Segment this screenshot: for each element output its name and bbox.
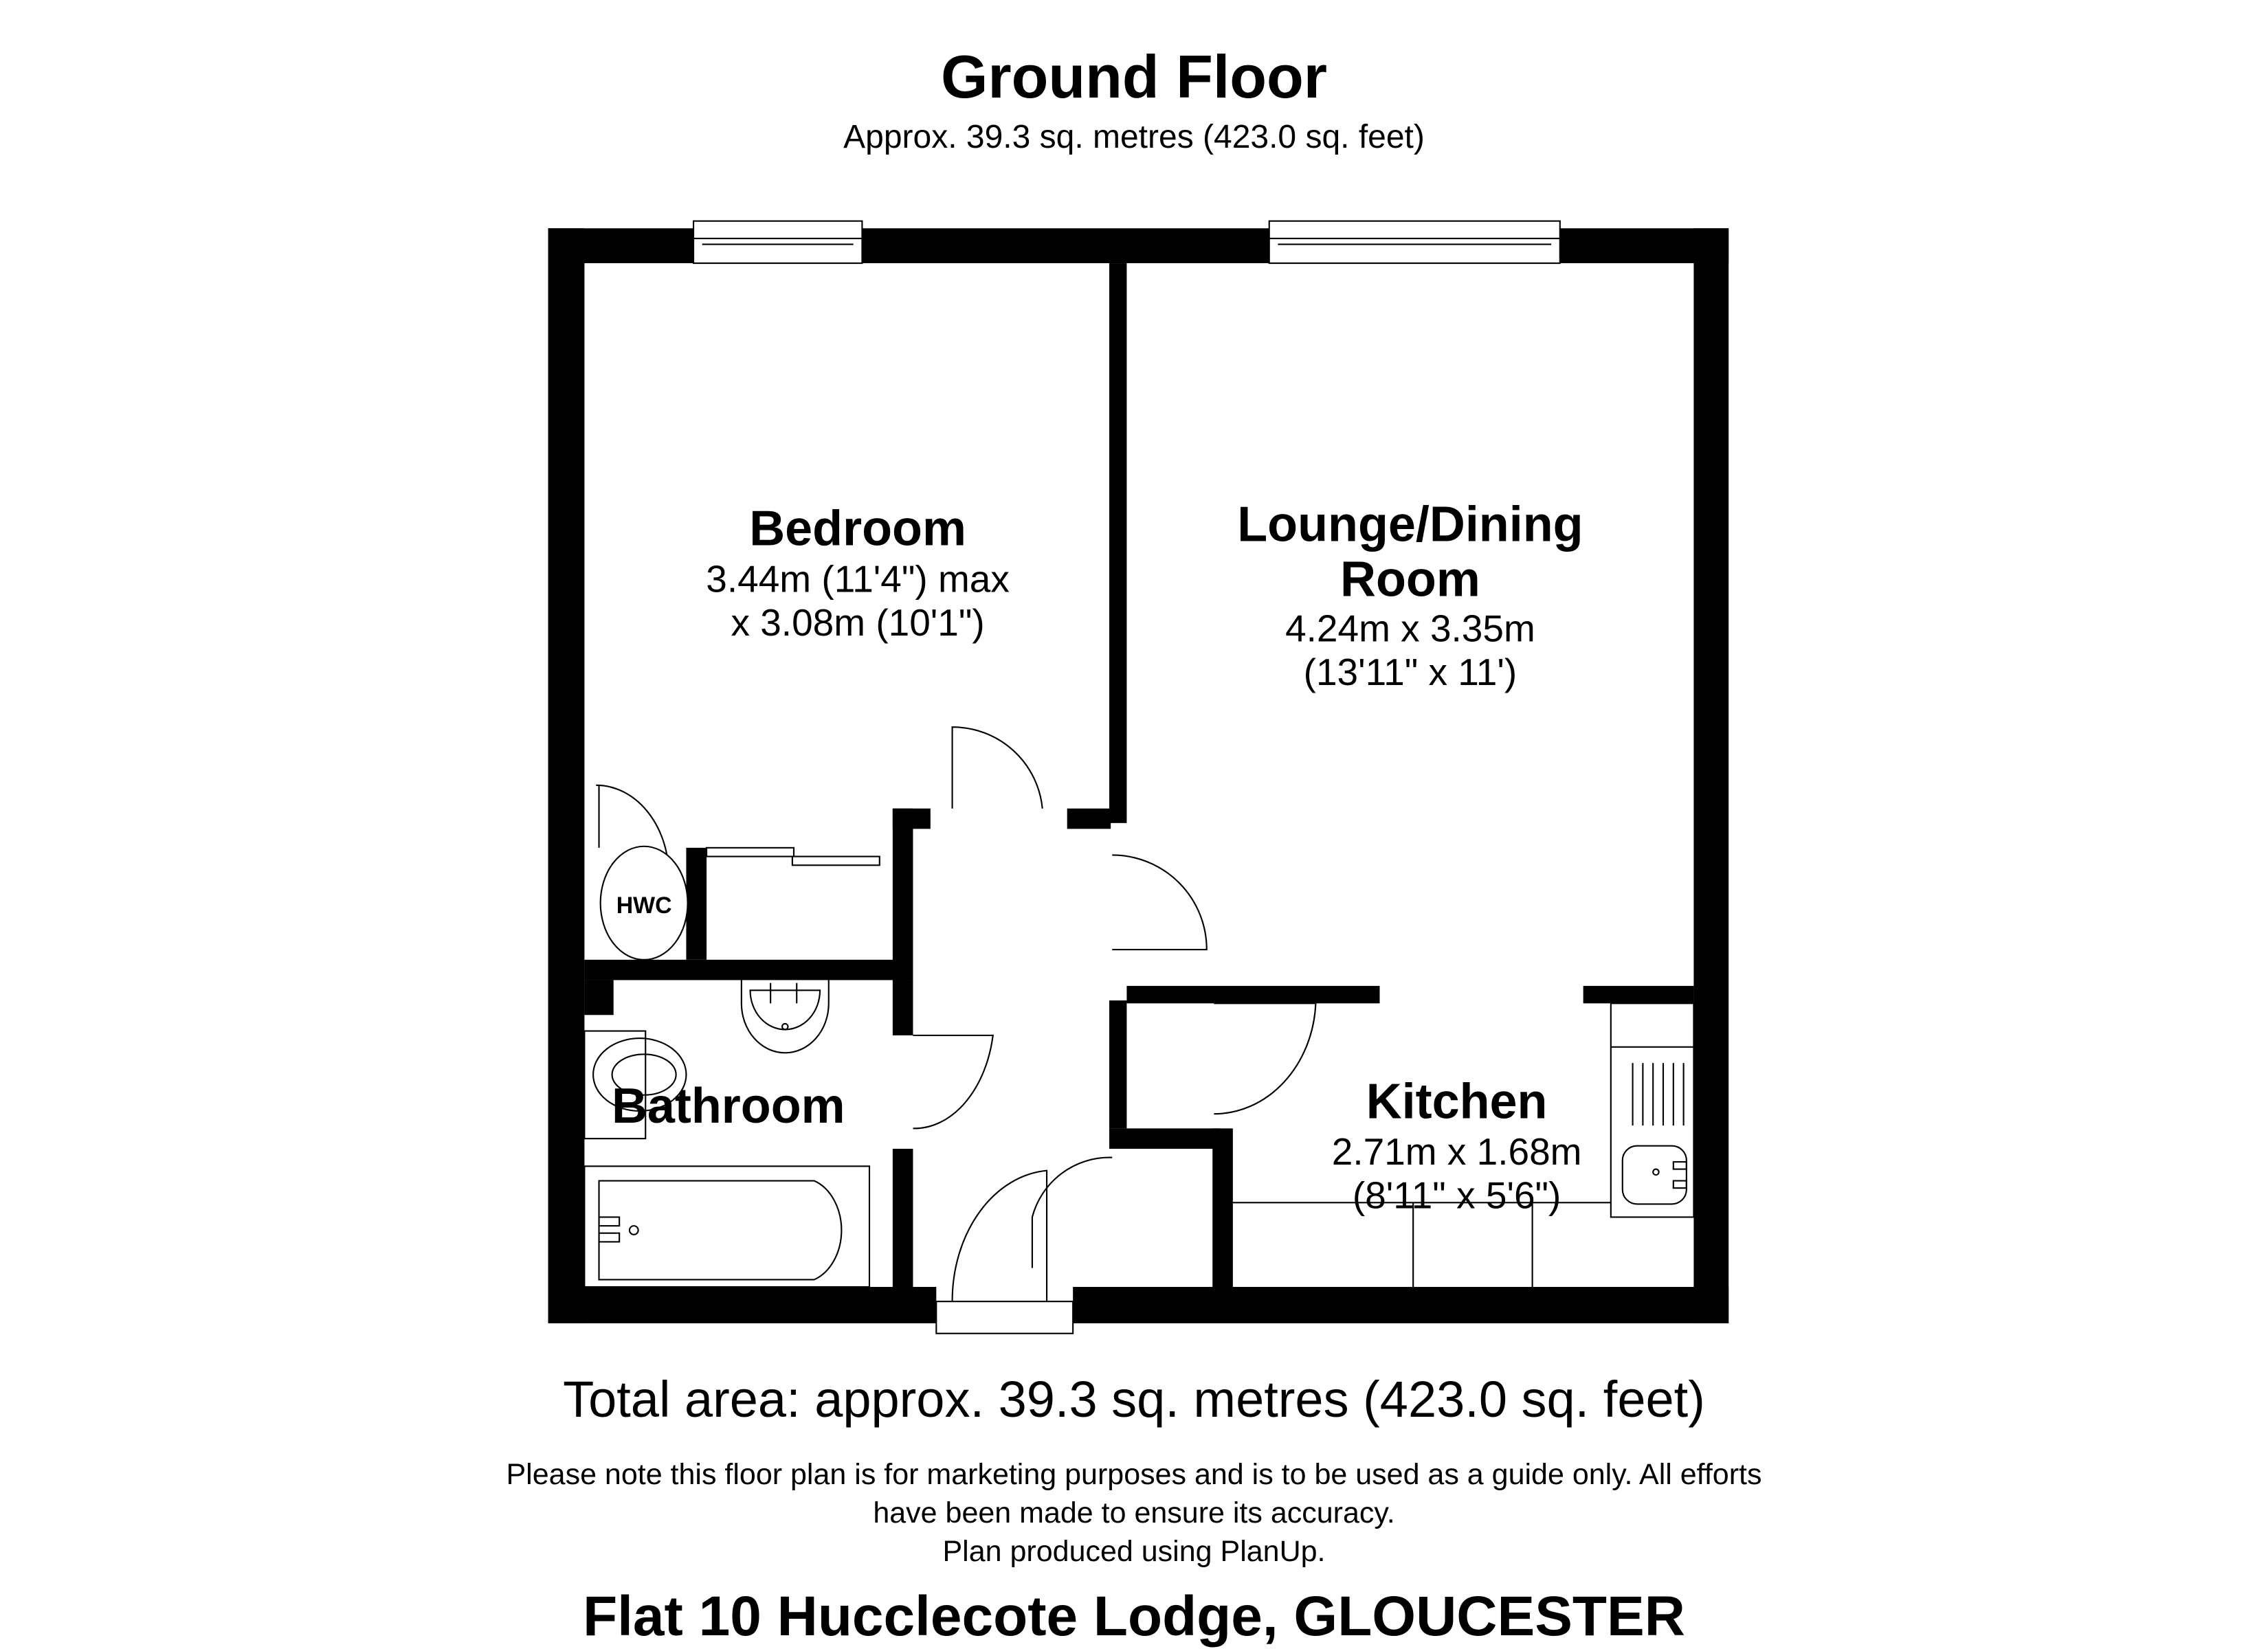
disclaimer-line-3: Plan produced using PlanUp. (942, 1535, 1326, 1568)
lounge-name-1: Lounge/Dining (1237, 497, 1583, 552)
lounge-dim-2: (13'11" x 11') (1304, 651, 1517, 693)
door-entrance (951, 1169, 1048, 1302)
basin (740, 980, 830, 1054)
kitchen-fixtures (1232, 1002, 1695, 1288)
bathroom-name: Bathroom (612, 1079, 845, 1134)
room-labels: Bedroom 3.44m (11'4") max x 3.08m (10'1"… (612, 497, 1583, 1216)
window-lounge (1268, 220, 1561, 265)
door-meter-cupboard (1031, 1156, 1113, 1268)
bath (583, 1165, 871, 1288)
doors (596, 726, 1317, 1334)
door-bathroom (913, 1034, 994, 1130)
kitchen-sink (1621, 1145, 1687, 1205)
disclaimer: Please note this floor plan is for marke… (0, 1455, 2268, 1571)
kitchen-dim-1: 2.71m x 1.68m (1332, 1130, 1582, 1173)
hwc-label: HWC (616, 893, 672, 919)
walls (548, 228, 1729, 1323)
bedroom-dim-2: x 3.08m (10'1") (731, 601, 984, 644)
door-kitchen-cupboard (1214, 1002, 1317, 1115)
kitchen-name: Kitchen (1366, 1074, 1548, 1129)
lounge-name-2: Room (1340, 552, 1480, 607)
door-bedroom (951, 726, 1043, 809)
window-bedroom (692, 220, 863, 265)
lounge-dim-1: 4.24m x 3.35m (1285, 607, 1535, 649)
disclaimer-line-1: Please note this floor plan is for marke… (506, 1458, 1762, 1491)
floor-area-subtitle: Approx. 39.3 sq. metres (423.0 sq. feet) (843, 119, 1425, 155)
toilet (592, 1037, 687, 1112)
sink-unit (1610, 1002, 1695, 1218)
kitchen-dim-2: (8'11" x 5'6") (1353, 1174, 1561, 1217)
total-area: Total area: approx. 39.3 sq. metres (423… (563, 1371, 1705, 1428)
bathroom-fixtures (583, 980, 871, 1288)
disclaimer-line-2: have been made to ensure its accuracy. (873, 1496, 1395, 1529)
hot-water-cylinder: HWC (599, 845, 689, 961)
door-lounge (1112, 854, 1208, 951)
drainer (1632, 1063, 1685, 1126)
property-address: Flat 10 Hucclecote Lodge, GLOUCESTER (583, 1585, 1685, 1648)
bedroom-name: Bedroom (749, 502, 966, 557)
bedroom-dim-1: 3.44m (11'4") max (706, 557, 1010, 600)
floor-title: Ground Floor (940, 43, 1328, 111)
